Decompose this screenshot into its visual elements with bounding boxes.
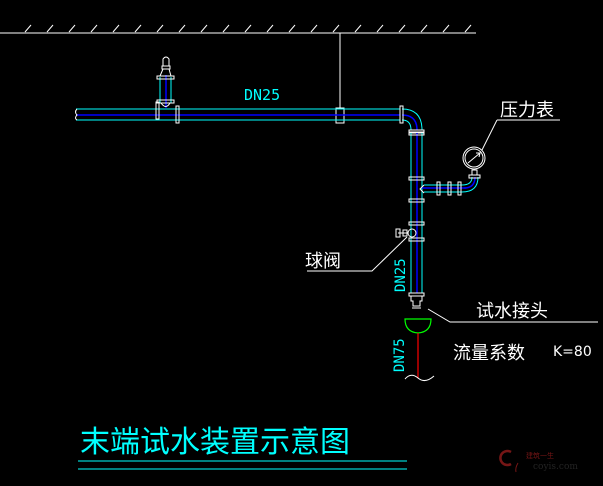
ceiling-hatch-mark	[156, 24, 164, 33]
drain-funnel-icon	[404, 318, 432, 334]
ceiling-hatch-mark	[420, 24, 428, 33]
ball-valve-label: 球阀	[305, 251, 341, 272]
title-underline	[78, 460, 407, 470]
svg-text:建筑一生: 建筑一生	[526, 451, 554, 460]
ceiling-hatch-mark	[464, 24, 472, 33]
ceiling-hatch-mark	[24, 24, 32, 33]
gauge-branch	[419, 169, 481, 196]
flow-coefficient-label: 流量系数	[453, 343, 525, 364]
break-line	[404, 374, 435, 382]
ceiling-hatch-mark	[112, 24, 120, 33]
test-connector-label: 试水接头	[476, 301, 548, 322]
ceiling-hatch-mark	[310, 24, 318, 33]
ceiling-hatch-mark	[354, 24, 362, 33]
ceiling-hatch-mark	[288, 24, 296, 33]
pipe-elbow	[399, 105, 425, 134]
ceiling-hatch-mark	[134, 24, 142, 33]
leader-lines	[307, 119, 598, 323]
ball-valve-icon	[395, 228, 417, 238]
ceiling-hatch-mark	[266, 24, 274, 33]
ceiling-hatch-mark	[68, 24, 76, 33]
ceiling-hatch-mark	[442, 24, 450, 33]
watermark-logo: 建筑一生 coyis.com	[499, 449, 578, 473]
drawing-title: 末端试水装置示意图	[80, 425, 350, 460]
pressure-gauge-icon	[462, 146, 486, 170]
pressure-gauge-label: 压力表	[500, 100, 554, 121]
ceiling-hatch-mark	[376, 24, 384, 33]
k-value-label: K=80	[553, 344, 592, 360]
main-pipe-size-label: DN25	[244, 86, 280, 104]
ceiling-hatch-mark	[178, 24, 186, 33]
riser-pipe	[408, 131, 425, 309]
ceiling-hatch-mark	[90, 24, 98, 33]
ceiling-hatch-mark	[244, 24, 252, 33]
svg-text:coyis.com: coyis.com	[533, 462, 578, 472]
gate-valve-icon	[155, 56, 180, 124]
ceiling-hatch-mark	[398, 24, 406, 33]
ceiling-hatch-mark	[46, 24, 54, 33]
riser-pipe-size-label: DN25	[393, 258, 409, 292]
drain-pipe-size-label: DN75	[392, 338, 408, 372]
ceiling-hatch-mark	[200, 24, 208, 33]
main-pipe	[75, 108, 400, 121]
ceiling-hatch-mark	[332, 24, 340, 33]
ceiling	[0, 24, 476, 34]
ceiling-hatch-mark	[222, 24, 230, 33]
